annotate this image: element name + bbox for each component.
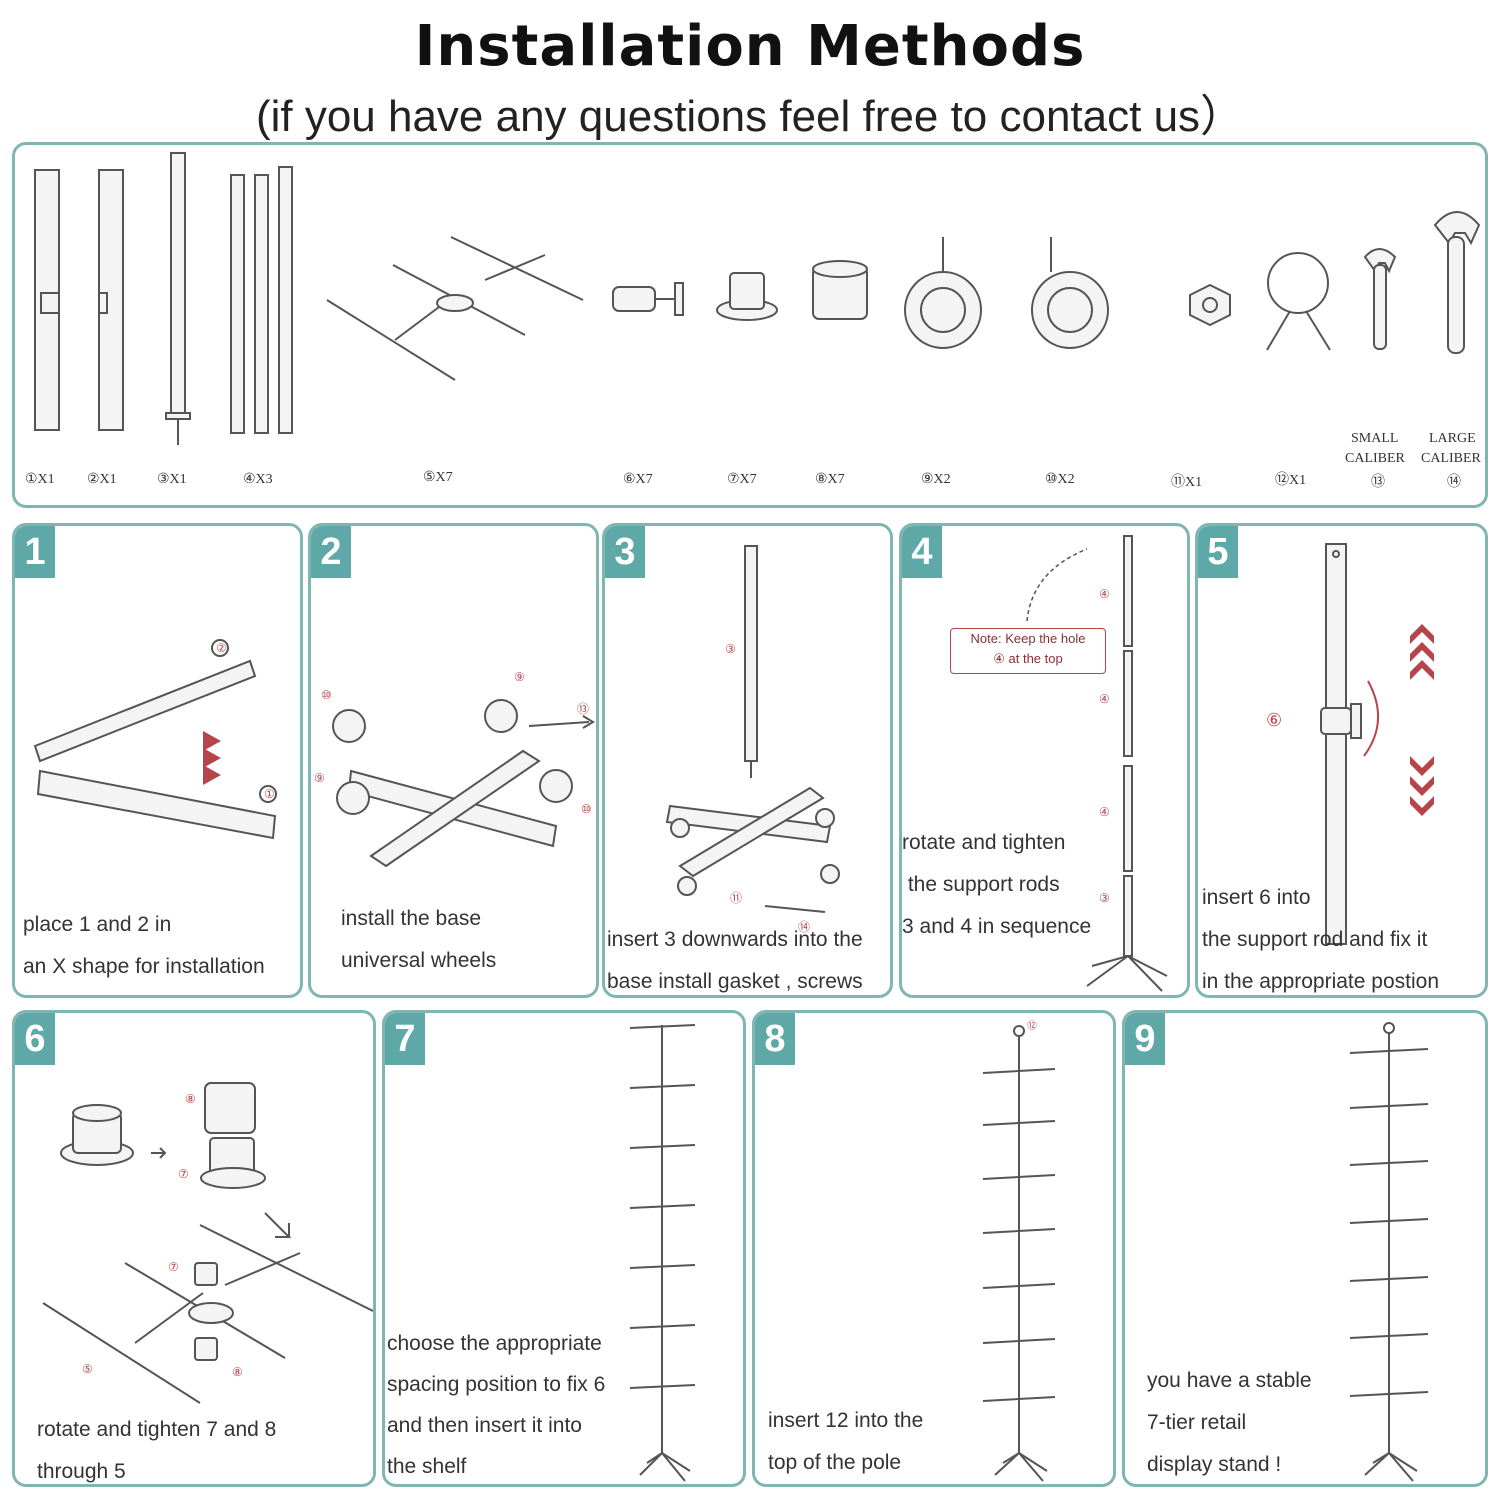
step-7-badge: 7 [385,1013,425,1065]
step-4-text-line1: rotate and tighten [902,831,1066,854]
step-2-callout-9: ⑨ [514,670,525,684]
step-8-text-line1: insert 12 into the [768,1409,924,1432]
part-caption-14-line2: CALIBER [1421,451,1481,466]
part-label-10: ⑩X2 [1045,472,1075,487]
part-label-8: ⑧X7 [815,472,845,487]
part-label-12: ⑫X1 [1275,473,1307,488]
part-label-11: ⑪X1 [1171,475,1203,490]
part-label-9: ⑨X2 [921,472,951,487]
step-9-text-line2: 7-tier retail [1147,1411,1247,1434]
step-4-note-line2: ④ at the top [993,651,1063,666]
step-4-callout-4c: ④ [1099,805,1110,819]
step-7-panel: 7 choose the appropriate spacing positio… [382,1010,746,1487]
step-4-badge: 4 [902,526,942,578]
step-4-text-line2: the support rods [902,873,1060,896]
parts-panel: ①X1 ②X1 ③X1 ④X3 ⑤X7 ⑥X7 ⑦X7 ⑧X7 ⑨X2 ⑩X2 … [12,142,1488,508]
step-8-text-line2: top of the pole [768,1451,902,1474]
step-2-callout-10: ⑩ [321,688,332,702]
step-1-text-line2: an X shape for installation [23,955,265,978]
step-7-text-line4: the shelf [387,1455,467,1478]
step-4-note: Note: Keep the hole ④ at the top [950,628,1106,674]
step-5-drawing: ⑥ [1266,543,1434,945]
step-1-callout-1: ① [264,787,275,801]
part-label-2: ②X1 [87,472,117,487]
step-4-text-line3: 3 and 4 in sequence [902,915,1092,938]
parts-drawing [34,152,1481,445]
step-3-text-line1: insert 3 downwards into the [607,928,863,951]
step-9-panel: 9 you have a stable 7-tier retail displa… [1122,1010,1488,1487]
step-1-text-line1: place 1 and 2 in [23,913,172,936]
step-4-drawing: ④ ④ ④ ③ [1026,535,1168,992]
step-6-text-line2: through 5 [37,1460,126,1483]
step-8-callout-12: ⑫ [1027,1020,1037,1032]
step-1-badge: 1 [15,526,55,578]
step-3-drawing: ③ ⑪ ⑭ [665,545,840,934]
page-title: Installation Methods [414,14,1086,79]
step-2-badge: 2 [311,526,351,578]
step-9-drawing [1349,1022,1429,1482]
step-1-panel: 1 ② ① place 1 and 2 in an X shape for in… [12,523,303,998]
step-9-badge: 9 [1125,1013,1165,1065]
part-label-1: ①X1 [25,472,55,487]
step-2-drawing: ⑩ ⑨ ⑬ ⑨ ⑩ [314,670,595,868]
step-7-text-line1: choose the appropriate [387,1332,602,1355]
step-6-callout-5: ⑤ [82,1362,93,1376]
part-label-4: ④X3 [243,472,273,487]
step-2-callout-13: ⑬ [577,702,589,716]
step-5-text-line1: insert 6 into [1202,886,1311,909]
step-6-callout-7a: ⑦ [178,1167,189,1181]
step-5-text-line2: the support rod and fix it [1202,928,1428,951]
step-7-text-line3: and then insert it into [387,1414,582,1437]
step-4-panel: 4 ④ ④ ④ ③ Note: Keep the hole ④ at the t… [899,523,1190,998]
part-label-13: ⑬ [1371,475,1385,490]
step-3-callout-11: ⑪ [730,891,742,905]
step-3-callout-14: ⑭ [798,920,810,934]
step-8-badge: 8 [755,1013,795,1065]
step-6-text-line1: rotate and tighten 7 and 8 [37,1418,277,1441]
step-4-callout-4a: ④ [1099,587,1110,601]
step-6-panel: 6 ⑧ ⑦ ⑦ ⑤ ⑧ rotate and tighten 7 and 8 t… [12,1010,376,1487]
part-label-3: ③X1 [157,472,187,487]
step-4-note-line1: Note: Keep the hole [970,631,1086,646]
step-7-drawing [629,1024,696,1482]
step-2-text-line2: universal wheels [341,949,497,972]
step-9-text-line1: you have a stable [1147,1369,1312,1392]
step-3-callout-3: ③ [725,642,736,656]
step-6-callout-7b: ⑦ [168,1260,179,1274]
step-9-text-line3: display stand ! [1147,1453,1282,1476]
step-3-panel: 3 ③ ⑪ ⑭ insert 3 downwards into the base… [602,523,893,998]
part-label-7: ⑦X7 [727,472,757,487]
step-3-badge: 3 [605,526,645,578]
step-4-callout-4b: ④ [1099,692,1110,706]
step-1-drawing: ② ① [33,639,277,840]
step-1-callout-2: ② [216,641,227,655]
part-caption-13-line1: SMALL [1351,431,1399,446]
step-5-panel: 5 ⑥ insert 6 into the support rod and fi… [1195,523,1488,998]
page-subtitle: (if you have any questions feel free to … [255,92,1245,141]
step-5-callout-6: ⑥ [1266,710,1282,730]
step-2-panel: 2 ⑩ ⑨ ⑬ ⑨ ⑩ install the base universal w… [308,523,599,998]
step-8-panel: 8 ⑫ insert 12 into the top of the pole [752,1010,1116,1487]
part-caption-14-line1: LARGE [1429,431,1476,446]
step-6-badge: 6 [15,1013,55,1065]
step-6-drawing: ⑧ ⑦ ⑦ ⑤ ⑧ [42,1082,373,1404]
step-2-text-line1: install the base [341,907,482,930]
step-5-badge: 5 [1198,526,1238,578]
step-5-text-line3: in the appropriate postion [1202,970,1439,993]
part-label-14: ⑭ [1447,475,1461,490]
step-6-callout-8b: ⑧ [232,1365,243,1379]
step-2-callout-9b: ⑨ [314,771,325,785]
step-2-callout-10b: ⑩ [581,802,592,816]
step-8-drawing: ⑫ [982,1020,1056,1482]
part-label-5: ⑤X7 [423,470,453,485]
step-6-callout-8a: ⑧ [185,1092,196,1106]
step-7-text-line2: spacing position to fix 6 [387,1373,606,1396]
step-4-callout-3: ③ [1099,891,1110,905]
step-3-text-line2: base install gasket , screws [607,970,863,993]
part-label-6: ⑥X7 [623,472,653,487]
part-caption-13-line2: CALIBER [1345,451,1405,466]
